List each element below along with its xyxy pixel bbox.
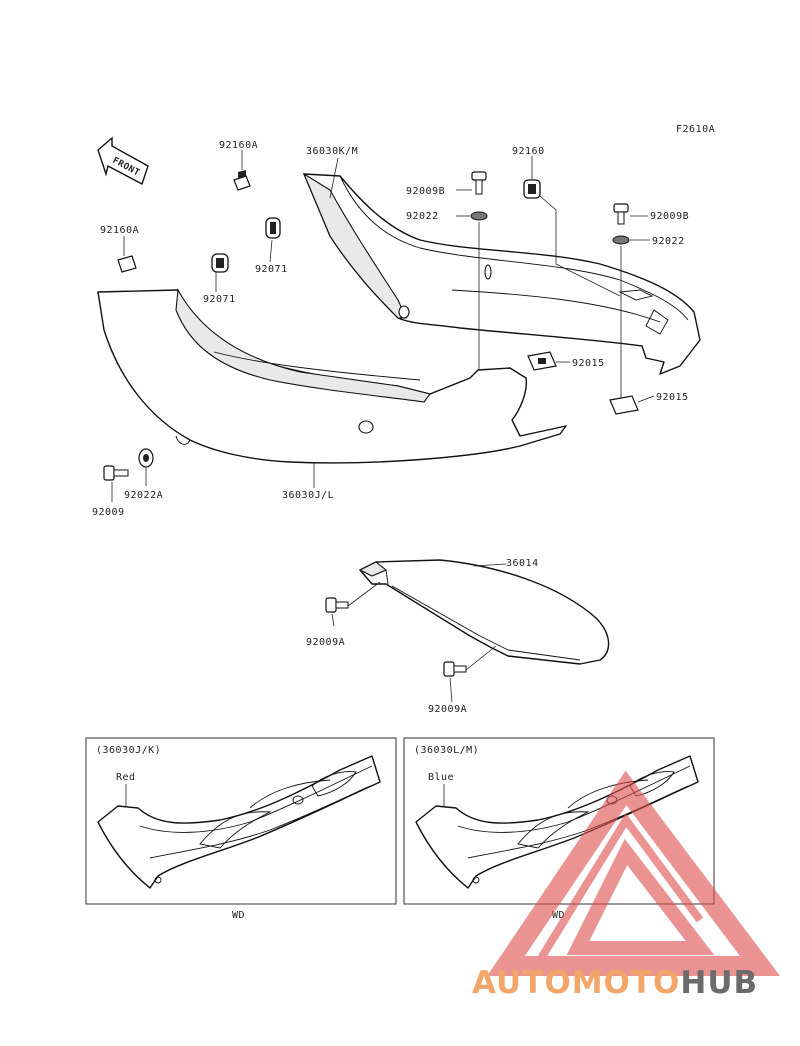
bolt-92009A-upper-icon (325, 597, 349, 613)
washer-92022-right-icon (612, 235, 630, 245)
callout-36030JL: 36030J/L (282, 490, 334, 501)
watermark-text-part1: AUTOMOTO (472, 965, 680, 1001)
callout-92071-upper: 92071 (255, 264, 288, 275)
grommet-92071-lower (211, 253, 229, 273)
grommet-92160A-left (117, 255, 137, 273)
front-arrow-icon: FRONT (97, 136, 149, 186)
side-cover-36030KM (302, 172, 701, 375)
clip-92015-lower-icon (609, 395, 639, 415)
callout-92009A-upper: 92009A (306, 637, 345, 648)
watermark-logo (487, 770, 781, 976)
callout-92015-upper: 92015 (572, 358, 605, 369)
callout-92009: 92009 (92, 507, 125, 518)
inset-title: (36030L/M) (414, 745, 479, 756)
callout-92022-right: 92022 (652, 236, 685, 247)
callout-92009A-lower: 92009A (428, 704, 467, 715)
inset-color-label: Blue (428, 772, 454, 783)
callout-92071-lower: 92071 (203, 294, 236, 305)
grommet-92160A-top (233, 170, 251, 191)
bolt-92009B-right-icon (613, 203, 629, 225)
callout-92009B-right: 92009B (650, 211, 689, 222)
callout-36014: 36014 (506, 558, 539, 569)
callout-92160A-top: 92160A (219, 140, 258, 151)
washer-92022-left-icon (470, 211, 488, 221)
clip-92015-upper-icon (527, 351, 557, 371)
callout-92009B-left: 92009B (406, 186, 445, 197)
washer-92022A-icon (138, 448, 154, 468)
side-cover-36030JL (97, 288, 567, 464)
callout-92022-left: 92022 (406, 211, 439, 222)
grommet-92160 (523, 179, 541, 199)
bolt-92009A-lower-icon (443, 661, 467, 677)
watermark-text: AUTOMOTOHUB (472, 965, 758, 1001)
figure-code: F2610A (676, 124, 715, 135)
bolt-92009B-left-icon (471, 171, 487, 195)
inset-color-label: Red (116, 772, 136, 783)
inset-footer: WD (232, 910, 245, 921)
watermark-text-part2: HUB (680, 965, 758, 1001)
callout-92160A-left: 92160A (100, 225, 139, 236)
inset-footer: WD (552, 910, 565, 921)
leader-lines (111, 150, 655, 703)
callout-92160: 92160 (512, 146, 545, 157)
inset-36030JK: (36030J/K) Red WD (85, 737, 397, 921)
callout-92015-lower: 92015 (656, 392, 689, 403)
callout-36030KM: 36030K/M (306, 146, 358, 157)
grommet-92071-upper (265, 217, 281, 239)
bolt-92009-icon (103, 465, 129, 481)
callout-92022A: 92022A (124, 490, 163, 501)
tail-cover-36014 (358, 559, 610, 665)
inset-title: (36030J/K) (96, 745, 161, 756)
